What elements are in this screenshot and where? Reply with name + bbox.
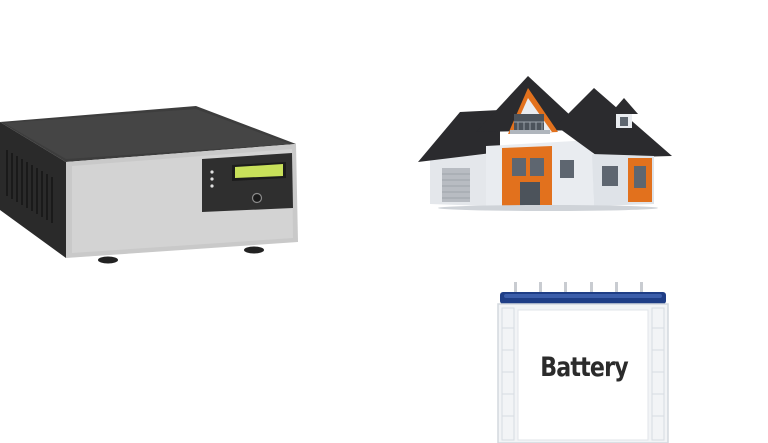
battery-label: Battery [540, 352, 628, 383]
house-icon [416, 70, 676, 212]
inverter-icon [0, 104, 300, 266]
battery-icon: Battery [496, 280, 672, 443]
